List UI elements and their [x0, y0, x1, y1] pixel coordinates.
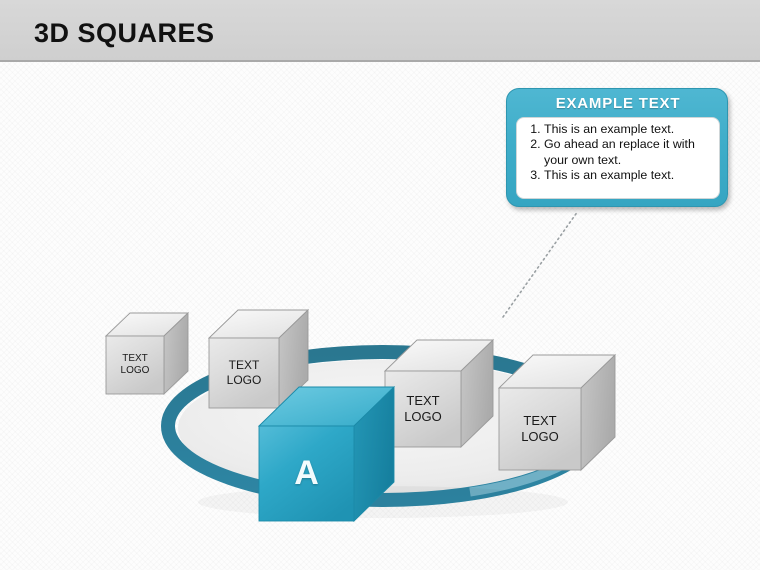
cube-graphic	[105, 312, 190, 396]
cube-graphic	[258, 386, 396, 523]
callout-list: This is an example text.Go ahead an repl…	[523, 122, 715, 184]
callout-list-item: Go ahead an replace it with your own tex…	[544, 137, 715, 168]
callout-panel: This is an example text.Go ahead an repl…	[516, 117, 720, 199]
page-title: 3D SQUARES	[34, 18, 215, 48]
cube-highlight[interactable]: A	[258, 386, 399, 527]
cube-graphic	[208, 309, 310, 410]
cube-graphic	[498, 354, 617, 472]
cube-plain[interactable]: TEXT LOGO	[384, 339, 498, 453]
callout-connector-line	[502, 210, 579, 318]
cube-plain[interactable]: TEXT LOGO	[105, 312, 193, 400]
cube-plain[interactable]: TEXT LOGO	[498, 354, 620, 476]
title-bar	[0, 0, 760, 62]
cube-face-front	[105, 335, 165, 395]
cube-face-front	[384, 370, 462, 448]
callout-list-item: This is an example text.	[544, 168, 715, 183]
cube-face-front	[258, 425, 355, 522]
callout-box[interactable]: EXAMPLE TEXT This is an example text.Go …	[506, 88, 728, 207]
callout-list-item: This is an example text.	[544, 122, 715, 137]
cube-face-front	[498, 387, 582, 471]
callout-title: EXAMPLE TEXT	[555, 95, 681, 112]
cube-face-front	[208, 337, 280, 409]
cube-graphic	[384, 339, 495, 449]
